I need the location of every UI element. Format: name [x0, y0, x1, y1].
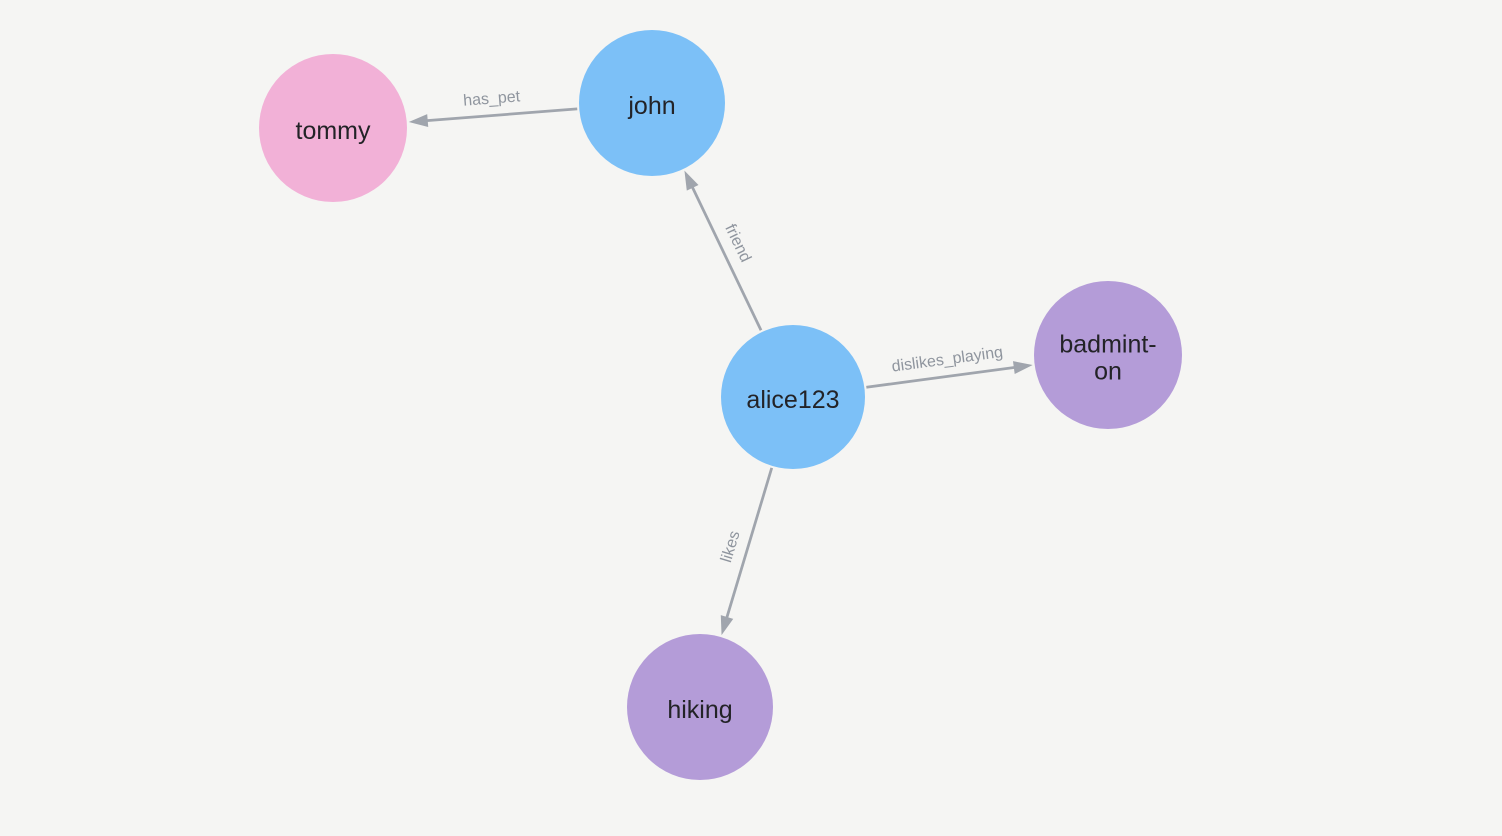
edge-label-likes: likes [718, 529, 743, 565]
node-john[interactable]: john [579, 30, 725, 176]
node-hiking[interactable]: hiking [627, 634, 773, 780]
node-tommy[interactable]: tommy [259, 54, 407, 202]
node-alice123[interactable]: alice123 [721, 325, 865, 469]
edge-likes[interactable]: likes [718, 467, 774, 636]
edge-friend[interactable]: friend [684, 170, 763, 331]
edge-dislikes_playing[interactable]: dislikes_playing [866, 344, 1033, 389]
edge-label-has_pet: has_pet [463, 88, 522, 109]
node-badminton[interactable]: badmint-on [1034, 281, 1182, 429]
edge-has_pet[interactable]: has_pet [408, 88, 578, 128]
